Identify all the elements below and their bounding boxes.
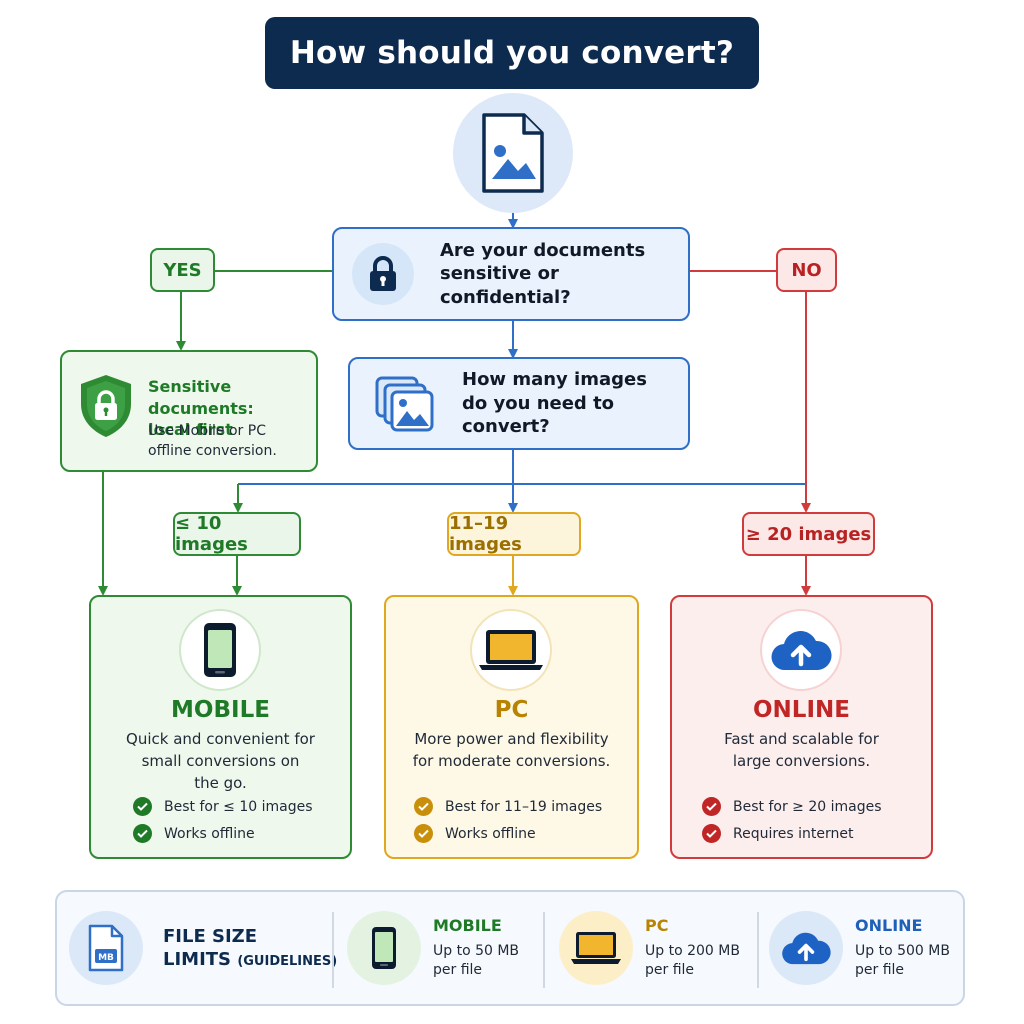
mobile-limit-text: Up to 50 MB per file <box>433 942 519 980</box>
pc-limit-line1: Up to 200 MB <box>645 943 740 959</box>
image-file-icon <box>482 113 544 193</box>
online-desc-line1: Fast and scalable for <box>724 730 879 748</box>
online-limit-name: ONLINE <box>855 916 923 935</box>
check-icon <box>133 824 152 843</box>
answer-yes-badge: YES <box>150 248 215 292</box>
cloud-upload-icon <box>782 932 831 965</box>
online-limit-icon-circle <box>769 911 843 985</box>
limits-divider <box>332 912 334 988</box>
lock-icon-circle <box>352 243 414 305</box>
question-sensitive-box: Are your documents sensitive or confiden… <box>332 227 690 321</box>
online-limit-text: Up to 500 MB per file <box>855 942 950 980</box>
question-sensitive-text: Are your documents sensitive or confiden… <box>440 239 688 309</box>
pc-card: PC More power and flexibility for modera… <box>384 595 639 859</box>
online-card-description: Fast and scalable for large conversions. <box>680 729 923 773</box>
pc-feature-2-text: Works offline <box>445 825 536 842</box>
sensitive-note-sub-line2: offline conversion. <box>148 442 277 459</box>
smartphone-icon <box>204 623 236 677</box>
limits-divider <box>543 912 545 988</box>
mobile-card-description: Quick and convenient for small conversio… <box>99 729 342 794</box>
sensitive-note-title: Sensitive documents: local first <box>148 376 316 441</box>
question-sensitive-line1: Are your documents <box>440 239 646 261</box>
check-icon <box>414 797 433 816</box>
cloud-upload-icon <box>771 631 832 671</box>
mobile-feature-2-text: Works offline <box>164 825 255 842</box>
sensitive-note-title-line1: Sensitive documents: <box>148 377 254 418</box>
mobile-desc-line3: the go. <box>194 773 247 792</box>
pc-limit-icon-circle <box>559 911 633 985</box>
pc-card-title: PC <box>494 697 529 723</box>
mobile-feature-1: Best for ≤ 10 images <box>133 797 313 816</box>
image-file-icon-circle <box>453 93 573 213</box>
sensitive-note-box: Sensitive documents: local first Use Mob… <box>60 350 318 472</box>
range-large-badge: ≥ 20 images <box>742 512 875 556</box>
online-limit-line2: per file <box>855 961 905 978</box>
question-count-line2: do you need to convert? <box>462 392 615 438</box>
range-medium-badge: 11–19 images <box>447 512 581 556</box>
images-icon <box>375 376 434 431</box>
laptop-icon <box>571 932 621 964</box>
check-icon <box>702 797 721 816</box>
answer-no-badge: NO <box>776 248 837 292</box>
pc-feature-1-text: Best for 11–19 images <box>445 798 603 815</box>
sensitive-note-title-line2: local first <box>148 420 233 440</box>
pc-limit-line2: per file <box>645 961 695 978</box>
mobile-desc-line1: Quick and convenient for <box>126 730 315 748</box>
lock-icon <box>370 256 396 291</box>
check-icon <box>414 824 433 843</box>
smartphone-icon-circle <box>179 609 261 691</box>
mobile-feature-1-text: Best for ≤ 10 images <box>164 798 313 815</box>
online-feature-1-text: Best for ≥ 20 images <box>733 798 882 815</box>
question-sensitive-line2: sensitive or confidential? <box>440 263 571 308</box>
pc-feature-1: Best for 11–19 images <box>414 797 602 816</box>
question-count-text: How many images do you need to convert? <box>462 368 688 438</box>
online-limit-line1: Up to 500 MB <box>855 943 950 959</box>
pc-desc-line1: More power and flexibility <box>414 730 609 748</box>
mobile-card: MOBILE Quick and convenient for small co… <box>89 595 352 859</box>
online-feature-1: Best for ≥ 20 images <box>702 797 882 816</box>
mobile-limit-icon-circle <box>347 911 421 985</box>
mobile-limit-name: MOBILE <box>433 916 502 935</box>
online-feature-2: Requires internet <box>702 824 854 843</box>
mobile-limit-line2: per file <box>433 961 483 978</box>
online-desc-line2: large conversions. <box>732 751 871 770</box>
question-count-line1: How many images <box>462 369 647 391</box>
mobile-card-title: MOBILE <box>171 697 270 723</box>
file-size-limits-title: FILE SIZE LIMITS (GUIDELINES) <box>163 926 337 971</box>
pc-card-description: More power and flexibility for moderate … <box>394 729 629 773</box>
online-feature-2-text: Requires internet <box>733 825 854 842</box>
cloud-upload-icon-circle <box>760 609 842 691</box>
limits-title-suffix: (GUIDELINES) <box>237 953 338 969</box>
limits-title-line2: LIMITS <box>163 948 232 970</box>
smartphone-icon <box>372 927 396 969</box>
sensitive-note-subtitle: Use Mobile or PC offline conversion. <box>148 422 277 461</box>
mb-file-icon-circle: MB <box>69 911 143 985</box>
page-title: How should you convert? <box>265 17 759 89</box>
file-size-limits-panel: MB FILE SIZE LIMITS (GUIDELINES) MOBILE … <box>55 890 965 1006</box>
sensitive-note-sub-line1: Use Mobile or PC <box>148 423 266 439</box>
pc-limit-name: PC <box>645 916 669 935</box>
limits-title-line1: FILE SIZE <box>163 926 258 947</box>
question-count-box: How many images do you need to convert? <box>348 357 690 450</box>
laptop-icon-circle <box>470 609 552 691</box>
range-small-badge: ≤ 10 images <box>173 512 301 556</box>
online-card: ONLINE Fast and scalable for large conve… <box>670 595 933 859</box>
mobile-desc-line2: small conversions on <box>141 751 300 770</box>
pc-feature-2: Works offline <box>414 824 536 843</box>
check-icon <box>133 797 152 816</box>
shield-lock-icon <box>81 375 131 437</box>
pc-limit-text: Up to 200 MB per file <box>645 942 740 980</box>
mb-file-icon: MB <box>88 924 124 972</box>
check-icon <box>702 824 721 843</box>
mobile-feature-2: Works offline <box>133 824 255 843</box>
online-card-title: ONLINE <box>753 697 850 723</box>
limits-divider <box>757 912 759 988</box>
mb-label: MB <box>98 953 114 963</box>
laptop-icon <box>479 630 543 670</box>
mobile-limit-line1: Up to 50 MB <box>433 943 520 959</box>
pc-desc-line2: for moderate conversions. <box>412 751 611 770</box>
